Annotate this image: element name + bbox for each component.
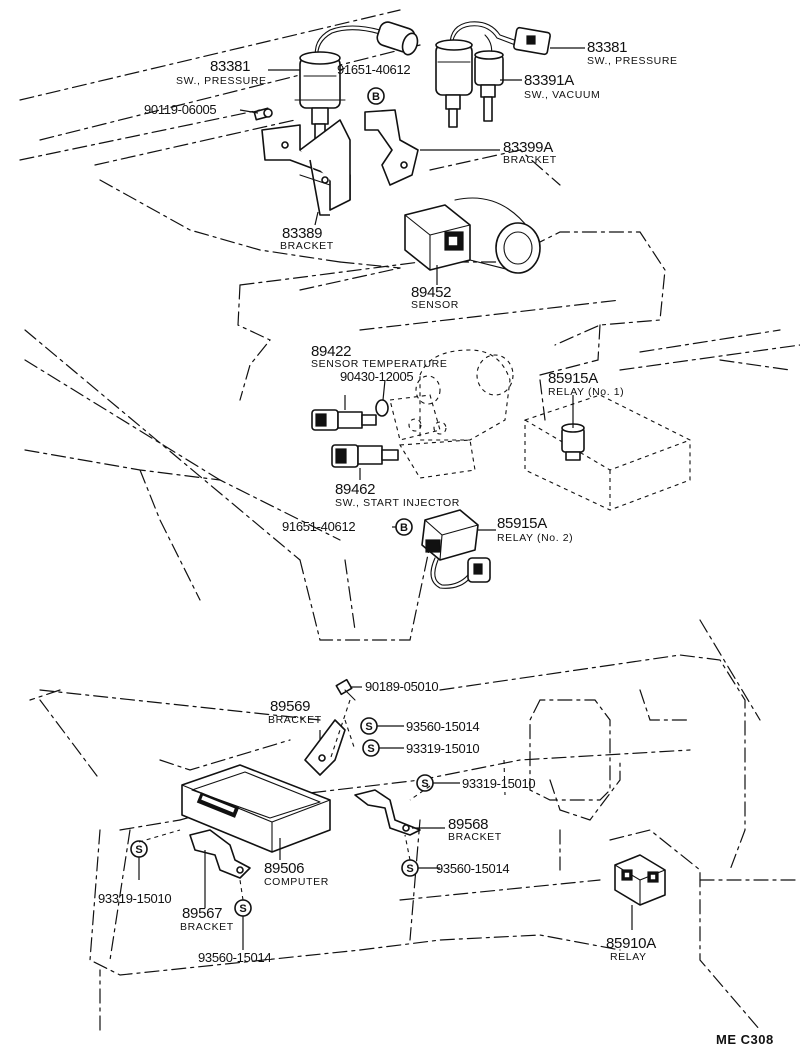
- bracket-89568-drawing: [354, 789, 421, 836]
- drawing-code: ME C308: [716, 1032, 774, 1047]
- label-83389: 83389 BRACKET: [280, 225, 334, 252]
- label-93319-c: 93319-15010: [98, 891, 172, 906]
- bolt-90119-drawing: [253, 107, 273, 121]
- body-outline-top: [19, 9, 800, 641]
- svg-text:89452: 89452: [411, 284, 451, 301]
- svg-text:SW., VACUUM: SW., VACUUM: [524, 89, 600, 101]
- pressure-switch-left-drawing: [294, 21, 419, 141]
- svg-text:BRACKET: BRACKET: [180, 921, 234, 933]
- label-89462: 89462 SW., START INJECTOR: [335, 481, 460, 509]
- svg-text:89506: 89506: [264, 860, 304, 877]
- label-93319-b: 93319-15010: [462, 776, 536, 791]
- bracket-83389-drawing: [261, 119, 351, 216]
- svg-text:90430-12005: 90430-12005: [340, 369, 413, 384]
- svg-text:93319-15010: 93319-15010: [98, 891, 171, 906]
- svg-text:SW., START INJECTOR: SW., START INJECTOR: [335, 497, 460, 509]
- svg-text:93560-15014: 93560-15014: [406, 719, 479, 734]
- temperature-sensor-drawing: [311, 399, 389, 431]
- svg-text:89422: 89422: [311, 343, 351, 360]
- svg-text:83399A: 83399A: [503, 139, 553, 156]
- svg-text:89462: 89462: [335, 481, 375, 498]
- bolt-90189-drawing: [335, 678, 356, 701]
- svg-text:COMPUTER: COMPUTER: [264, 876, 329, 888]
- label-90189: 90189-05010: [365, 679, 439, 694]
- screw-ref-symbol: S: [239, 903, 246, 915]
- label-89422: 89422 SENSOR TEMPERATURE: [311, 343, 447, 370]
- svg-text:83381: 83381: [210, 58, 250, 75]
- label-83399a: 83399A BRACKET: [503, 139, 557, 166]
- svg-text:BRACKET: BRACKET: [280, 240, 334, 252]
- label-85915a-no1: 85915A RELAY (No. 1): [548, 370, 624, 398]
- screw-ref-symbol: S: [365, 721, 372, 733]
- label-93560-b: 93560-15014: [436, 861, 510, 876]
- label-89567: 89567 BRACKET: [180, 905, 234, 933]
- label-83391a: 83391A SW., VACUUM: [524, 72, 600, 101]
- bracket-89569-drawing: [304, 719, 346, 776]
- svg-text:RELAY: RELAY: [610, 951, 647, 963]
- svg-text:91651-40612: 91651-40612: [282, 519, 355, 534]
- svg-text:85910A: 85910A: [606, 935, 656, 952]
- svg-text:93319-15010: 93319-15010: [406, 741, 479, 756]
- label-89506: 89506 COMPUTER: [264, 860, 329, 888]
- label-93560-c: 93560-15014: [198, 950, 272, 965]
- label-89452: 89452 SENSOR: [411, 284, 459, 311]
- label-89568: 89568 BRACKET: [448, 816, 502, 843]
- start-injector-switch-drawing: [331, 444, 399, 468]
- label-91651-top: 91651-40612: [337, 62, 411, 77]
- svg-text:83389: 83389: [282, 225, 322, 242]
- svg-text:93560-15014: 93560-15014: [436, 861, 509, 876]
- relay-no2-drawing: B: [395, 509, 491, 589]
- relay-85910a-drawing: [614, 854, 666, 906]
- svg-text:SW., PRESSURE: SW., PRESSURE: [587, 55, 678, 67]
- svg-text:93319-15010: 93319-15010: [462, 776, 535, 791]
- leader-lines: [138, 47, 633, 950]
- svg-text:RELAY (No. 2): RELAY (No. 2): [497, 532, 573, 544]
- svg-text:83391A: 83391A: [524, 72, 574, 89]
- screw-ref-symbol: S: [421, 778, 428, 790]
- svg-text:89569: 89569: [270, 698, 310, 715]
- svg-text:89567: 89567: [182, 905, 222, 922]
- svg-text:91651-40612: 91651-40612: [337, 62, 410, 77]
- label-93319-a: 93319-15010: [406, 741, 480, 756]
- vacuum-switch-drawing: [435, 21, 551, 128]
- label-85915a-no2: 85915A RELAY (No. 2): [497, 515, 573, 544]
- bracket-83399a-drawing: B: [364, 87, 419, 186]
- bolt-ref-symbol: B: [400, 522, 408, 534]
- svg-text:RELAY (No. 1): RELAY (No. 1): [548, 386, 624, 398]
- label-85910a: 85910A RELAY: [606, 935, 657, 963]
- svg-text:BRACKET: BRACKET: [503, 154, 557, 166]
- screw-ref-symbol: S: [135, 844, 142, 856]
- svg-text:85915A: 85915A: [548, 370, 598, 387]
- label-89569: 89569 BRACKET: [268, 698, 322, 726]
- svg-text:BRACKET: BRACKET: [448, 831, 502, 843]
- screw-ref-symbol: S: [406, 863, 413, 875]
- svg-text:93560-15014: 93560-15014: [198, 950, 271, 965]
- valve-body-drawing: [389, 349, 514, 479]
- svg-text:90189-05010: 90189-05010: [365, 679, 438, 694]
- label-93560-a: 93560-15014: [406, 719, 480, 734]
- svg-text:90119-06005: 90119-06005: [144, 102, 216, 117]
- svg-text:SENSOR TEMPERATURE: SENSOR TEMPERATURE: [311, 358, 447, 370]
- computer-89506-drawing: [181, 764, 331, 853]
- label-83381-left: 83381 SW., PRESSURE: [176, 58, 267, 87]
- bolt-ref-symbol: B: [372, 91, 380, 103]
- svg-text:SENSOR: SENSOR: [411, 299, 459, 311]
- sensor-89452-drawing: [404, 197, 541, 274]
- svg-text:83381: 83381: [587, 39, 627, 56]
- svg-text:85915A: 85915A: [497, 515, 547, 532]
- label-91651-mid: 91651-40612: [282, 519, 356, 534]
- relay-box-drawing: [524, 394, 691, 511]
- label-90430: 90430-12005: [340, 369, 414, 384]
- svg-text:89568: 89568: [448, 816, 488, 833]
- svg-text:BRACKET: BRACKET: [268, 714, 322, 726]
- svg-text:SW., PRESSURE: SW., PRESSURE: [176, 75, 267, 87]
- label-83381-right: 83381 SW., PRESSURE: [587, 39, 678, 67]
- screw-ref-symbol: S: [367, 743, 374, 755]
- label-90119: 90119-06005: [144, 102, 217, 117]
